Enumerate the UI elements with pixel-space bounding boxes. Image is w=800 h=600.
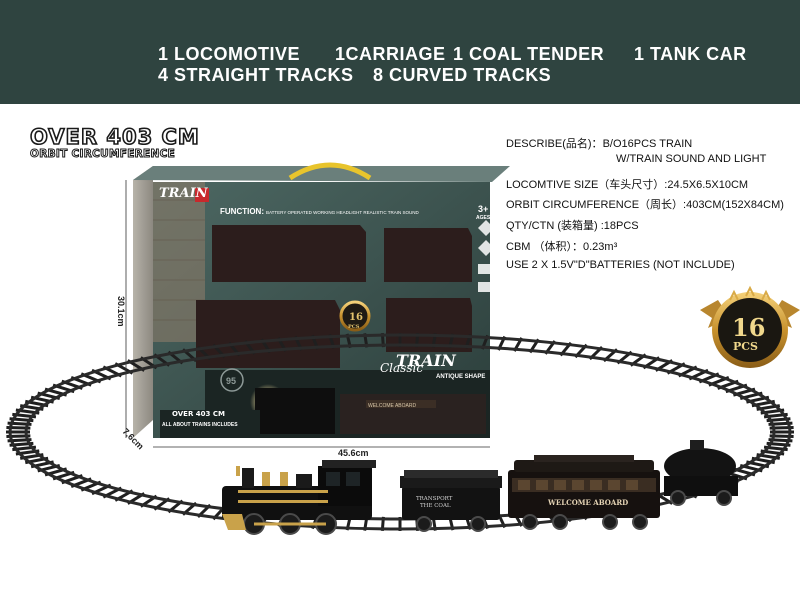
box-stamp-number: 95 [226,376,236,386]
dimension-width: 45.6cm [338,448,369,458]
banner-tank-car: 1 TANK CAR [634,44,747,64]
badge-crown-stars [729,285,771,301]
box-function-label: FUNCTION: [220,207,264,216]
feature-banner: 1 LOCOMOTIVE 1CARRIAGE 1 COAL TENDER 1 T… [0,0,800,104]
carriage-sign: WELCOME ABOARD [547,498,628,507]
box-list-title: ALL ABOUT TRAINS INCLUDES [162,422,238,428]
spec-qty: QTY/CTN (装箱量) :18PCS [506,220,639,232]
box-brand-bottom: TRAIN [396,351,457,370]
window-carriage-small [384,228,472,282]
badge-inner [718,298,782,362]
box-brand-script: Classic [380,361,423,375]
tender-text-1: TRANSPORT [416,496,453,502]
spec-describe: DESCRIBE(品名)：B/O16PCS TRAIN [506,135,692,151]
dimension-depth: 7.6cm [121,426,146,451]
spec-locomotive-size: LOCOMTIVE SIZE（车头尺寸）:24.5X6.5X10CM [506,179,749,191]
tender-text-2: THE COAL [420,503,451,509]
box-top-face [133,166,510,182]
banner-straight-tracks: 4 STRAIGHT TRACKS [158,65,354,85]
dimension-height: 30.1cm [116,296,126,327]
window-locomotive [212,225,366,282]
box-subtitle: ANTIQUE SHAPE [436,374,485,380]
train-set [222,440,738,535]
banner-curved-tracks: 8 CURVED TRACKS [373,65,552,85]
track-rail [8,333,792,531]
badge-number: 16 [732,313,765,342]
spec-batteries: USE 2 X 1.5V"D"BATTERIES (NOT INCLUDE) [506,259,735,271]
box-scene-sign [366,400,436,408]
box-handle [288,162,372,181]
coal-tender [400,470,502,532]
box-age: 3+ [478,204,488,214]
headline-sub: ORBIT CIRCUMFERENCE [30,148,176,161]
product-box [133,162,510,438]
banner-coal-tender: 1 COAL TENDER [453,44,605,64]
box-info-panel [160,410,260,438]
box-feature-icons [478,220,494,292]
box-carriage-sign: WELCOME ABOARD [368,403,416,409]
passenger-carriage [508,455,660,530]
spec-describe-value: B/O16PCS TRAIN [602,138,693,150]
box-badge-unit: PCS [348,324,360,330]
locomotive [222,460,376,535]
banner-locomotive: 1 LOCOMOTIVE [158,44,301,64]
box-logo-mark [195,188,209,202]
pieces-badge [700,285,800,368]
window-carriage-large [196,300,340,368]
box-functions: BATTERY OPERATED WORKING HEADLIGHT REALI… [266,210,420,215]
tank-car [664,440,738,506]
banner-carriage: 1CARRIAGE [335,44,446,64]
spec-describe-value-2: W/TRAIN SOUND AND LIGHT [616,153,767,165]
box-brand-top: TRAIN [159,186,209,201]
dimension-lines [125,180,490,448]
box-stamp [220,368,244,392]
spec-describe-label: DESCRIBE(品名)： [506,138,603,150]
box-scene-locomotive [255,388,335,434]
box-age-label: AGES [476,215,491,221]
box-over-text: OVER 403 CM [172,410,225,418]
box-16pcs-badge [339,300,371,332]
headline-main: OVER 403 CM [29,125,200,149]
badge-unit: PCS [733,340,758,353]
box-badge-number: 16 [349,312,363,323]
track-rail [24,343,776,521]
orbit-headline: OVER 403 CM ORBIT CIRCUMFERENCE [29,125,260,161]
spec-cbm: CBM （体积）：0.23m³ [506,241,618,253]
spec-orbit: ORBIT CIRCUMFERENCE（周长）:403CM(152X84CM) [506,199,784,211]
